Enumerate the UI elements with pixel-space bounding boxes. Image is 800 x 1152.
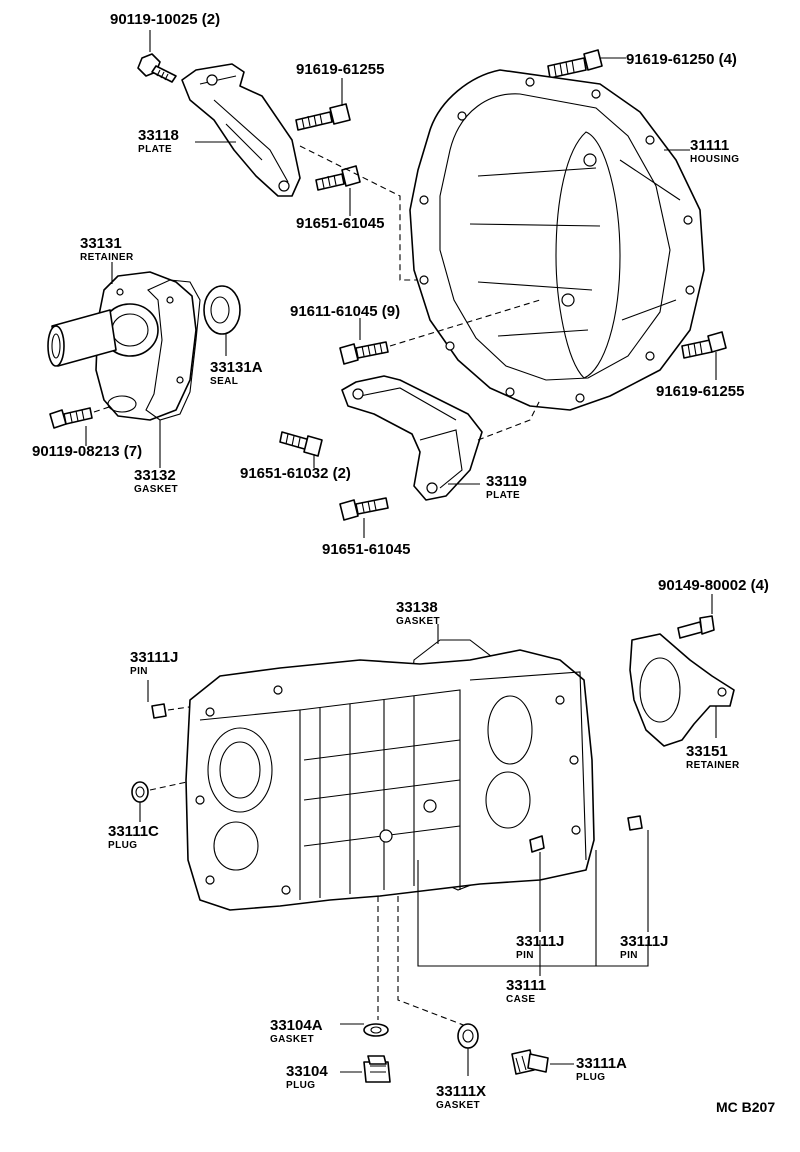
pin-33111J-right [627,815,643,831]
bolt-90149-80002 [677,615,715,639]
bolt-91619-61250 [547,49,603,79]
retainer-33131 [47,271,197,421]
callout-number: 33132 [134,467,176,484]
gasket-33104A [363,1023,389,1037]
pin-33111J-middle [529,835,545,853]
callout-part-name: PLATE [138,144,172,155]
callout-number: 33104A [270,1017,323,1034]
callout-labels: 90119-10025 (2) 91619-61255 91619-61250 (4… [32,11,769,1111]
callout-number: 33111C [108,823,159,840]
retainer-33151 [629,633,735,747]
callout-part-name: HOUSING [690,154,739,165]
callout-number: 91619-61255 [296,61,384,78]
callout-number: 31111 [690,137,729,154]
plate-33118 [181,63,301,197]
callout-number: 91619-61255 [656,383,744,400]
callout-part-name: PIN [516,950,534,961]
bolt-91651-61032 [279,431,323,457]
callout-number: 33138 [396,599,438,616]
bolt-90119-08213 [49,407,93,429]
callout-number: 91619-61250 (4) [626,51,737,68]
bolt-91619-61255-top [295,103,351,131]
callout-number: 33111J [516,933,564,950]
callout-part-name: GASKET [436,1100,480,1111]
callout-number: 33131A [210,359,263,376]
housing-31111 [409,69,705,411]
case-33111 [185,649,595,911]
bolt-91611-61045 [339,341,389,365]
callout-number: 90119-08213 (7) [32,443,142,460]
callout-part-name: RETAINER [80,252,134,263]
bolt-90119-10025 [137,53,177,83]
callout-number: 91611-61045 (9) [290,303,400,320]
callout-number: 33111X [436,1083,486,1100]
callout-number: 33151 [686,743,728,760]
bolt-91619-61255-right [681,331,727,359]
callout-part-name: CASE [506,994,535,1005]
callout-part-name: RETAINER [686,760,740,771]
callout-number: 90149-80002 (4) [658,577,769,594]
callout-part-name: PIN [620,950,638,961]
bolt-91651-61045-top [315,165,361,191]
gasket-33132 [145,279,201,421]
callout-part-name: PLUG [286,1080,315,1091]
callout-number: 33131 [80,235,122,252]
bolt-91651-61045-lower [339,497,389,521]
callout-part-name: GASKET [134,484,178,495]
plug-33104 [363,1055,391,1083]
plug-33111C [131,781,149,803]
gasket-33111X [457,1023,479,1049]
callout-number: 33111J [620,933,668,950]
callout-number: 33118 [138,127,179,144]
callout-part-name: SEAL [210,376,238,387]
callout-number: 90119-10025 (2) [110,11,220,28]
callout-part-name: PLUG [108,840,137,851]
diagram-code: MC B207 [716,1099,775,1115]
pin-33111J-left [151,703,167,719]
callout-number: 33111A [576,1055,627,1072]
callout-number: 33111J [130,649,178,666]
callout-number: 91651-61045 [322,541,410,558]
callout-number: 33104 [286,1063,328,1080]
callout-number: 33119 [486,473,527,490]
callout-part-name: GASKET [270,1034,314,1045]
callout-part-name: PIN [130,666,148,677]
plate-33119 [341,375,483,501]
callout-number: 33111 [506,977,546,994]
seal-33131A [203,285,241,335]
callout-part-name: GASKET [396,616,440,627]
callout-part-name: PLATE [486,490,520,501]
callout-number: 91651-61032 (2) [240,465,351,482]
callout-number: 91651-61045 [296,215,384,232]
plug-33111A [511,1049,549,1075]
callout-part-name: PLUG [576,1072,605,1083]
